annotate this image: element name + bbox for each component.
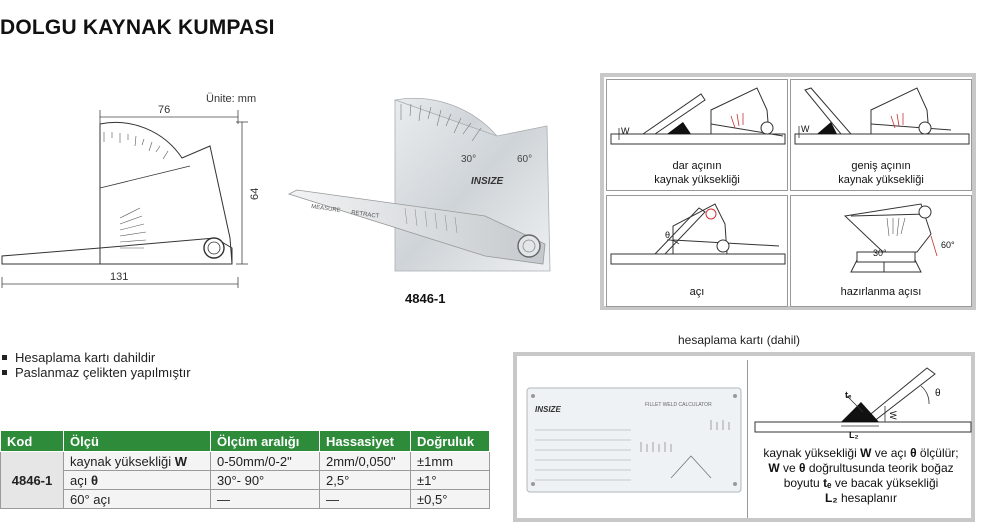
precision-cell: 2,5°	[319, 470, 411, 490]
panel-wide-angle-weld-height: W geniş açının kaynak yüksekliği	[790, 79, 972, 191]
calc-diagram: tₑ L₂ W θ	[751, 360, 975, 444]
usage-diagrams: W dar açının kaynak yüksekliği W geniş a…	[600, 73, 976, 310]
calc-card-panel: INSIZE FILLET WELD CALCULATOR	[513, 352, 975, 522]
caption-line2: kaynak yüksekliği	[838, 174, 924, 186]
scale-60: 60°	[517, 154, 532, 165]
calc-card-photo: INSIZE FILLET WELD CALCULATOR	[521, 360, 748, 518]
feature-item: Paslanmaz çelikten yapılmıştır	[2, 365, 191, 380]
col-precision: Hassasiyet	[319, 430, 411, 452]
table-row: 60° açı — — ±0,5°	[1, 489, 490, 509]
unit-label: Ünite: mm	[206, 93, 256, 105]
card-brand: INSIZE	[535, 405, 561, 414]
dim-height: 64	[249, 188, 261, 200]
col-measure: Ölçü	[63, 430, 211, 452]
feature-list: Hesaplama kartı dahildir Paslanmaz çelik…	[2, 350, 191, 380]
calc-explanation: kaynak yüksekliği W ve açı θ ölçülür; W …	[763, 446, 959, 505]
dim-width: 76	[158, 104, 170, 116]
card-title: FILLET WELD CALCULATOR	[645, 402, 712, 408]
arm-retract: RETRACT	[351, 210, 380, 220]
caption-line2: kaynak yüksekliği	[654, 174, 740, 186]
col-code: Kod	[0, 430, 64, 452]
label-60: 60°	[941, 240, 955, 250]
label-theta: θ	[665, 230, 670, 240]
calc-card-caption: hesaplama kartı (dahil)	[678, 333, 801, 347]
precision-cell: —	[319, 489, 411, 509]
panel-narrow-angle-weld-height: W dar açının kaynak yüksekliği	[606, 79, 788, 191]
panel-angle: θ açı	[606, 195, 788, 307]
product-photo: 30° 60° INSIZE MEASURE RETRACT	[285, 96, 575, 276]
col-range: Ölçüm aralığı	[210, 430, 320, 452]
range-cell: —	[210, 489, 320, 509]
table-row: 4846-1 kaynak yüksekliği W 0-50mm/0-2" 2…	[0, 451, 490, 509]
feature-item: Hesaplama kartı dahildir	[2, 350, 191, 365]
accuracy-cell: ±0,5°	[410, 489, 490, 509]
table-row: açı θ 30°- 90° 2,5° ±1°	[1, 470, 490, 490]
bullet-icon	[2, 355, 7, 360]
model-number: 4846-1	[405, 291, 446, 306]
measure-cell: kaynak yüksekliği W	[63, 451, 211, 471]
bullet-icon	[2, 370, 7, 375]
technical-drawing: Ünite: mm 76 64 131	[0, 88, 275, 288]
page-title: DOLGU KAYNAK KUMPASI	[0, 16, 275, 39]
panel-preparation-angle: 30° 60° hazırlanma açısı	[790, 195, 972, 307]
spec-table: Kod Ölçü Ölçüm aralığı Hassasiyet Doğrul…	[0, 430, 490, 509]
table-header-row: Kod Ölçü Ölçüm aralığı Hassasiyet Doğrul…	[0, 430, 490, 452]
caption-line1: açı	[689, 286, 705, 298]
label-theta: θ	[935, 388, 941, 399]
precision-cell: 2mm/0,050"	[319, 451, 411, 471]
measure-cell: açı θ	[63, 470, 211, 490]
col-accuracy: Doğruluk	[410, 430, 490, 452]
accuracy-cell: ±1mm	[410, 451, 490, 471]
brand-logo: INSIZE	[471, 176, 504, 187]
accuracy-cell: ±1°	[410, 470, 490, 490]
caption-line1: geniş açının	[851, 160, 911, 172]
range-cell: 30°- 90°	[210, 470, 320, 490]
caption-line1: dar açının	[672, 160, 722, 172]
arm-measure: MEASURE	[311, 204, 341, 214]
label-te: tₑ	[845, 390, 852, 400]
dim-length: 131	[110, 271, 128, 283]
label-w: W	[801, 124, 810, 134]
range-cell: 0-50mm/0-2"	[210, 451, 320, 471]
measure-cell: 60° açı	[63, 489, 211, 509]
scale-30: 30°	[461, 154, 476, 165]
label-30: 30°	[873, 248, 887, 258]
caption-line1: hazırlanma açısı	[840, 286, 922, 298]
product-code: 4846-1	[0, 451, 64, 509]
label-w: W	[888, 411, 898, 420]
label-w: W	[621, 126, 630, 136]
label-l2: L₂	[849, 430, 859, 440]
